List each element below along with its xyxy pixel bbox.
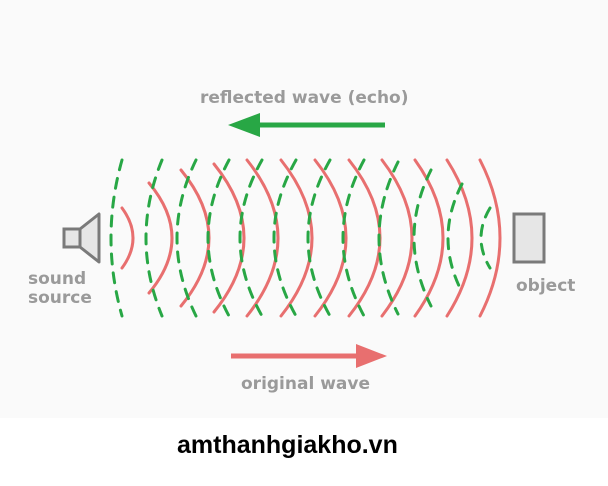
original-wave-arc [413, 158, 445, 318]
original-wave-arc [478, 158, 502, 318]
reflected-wave-arc [206, 158, 231, 318]
reflected-wave-arc [272, 158, 298, 318]
speaker-cone [78, 212, 101, 264]
reflected-wave-arc [238, 158, 264, 318]
original-arrow [231, 344, 387, 368]
original-wave-label: original wave [241, 374, 370, 394]
speaker-icon [62, 212, 101, 264]
original-wave-arc [313, 158, 348, 318]
sound-source-label: sound source [28, 270, 92, 308]
sound-source-label-line2: source [28, 288, 92, 308]
original-wave-arc [380, 158, 414, 318]
original-wave-arc [120, 206, 135, 270]
reflected-wave-arc [446, 182, 464, 294]
original-wave-arc [445, 158, 474, 318]
original-wave-arc [147, 181, 174, 295]
reflected-wave-arc [479, 206, 492, 270]
reflected-arrow [228, 113, 385, 137]
watermark: amthanhgiakho.vn [177, 431, 398, 459]
reflected-wave-label: reflected wave (echo) [200, 88, 409, 108]
reflected-wave-arc [144, 158, 164, 318]
original-wave-arc [179, 168, 211, 308]
reflected-wave-arc [175, 158, 198, 318]
speaker-body [62, 227, 82, 249]
original-waves [120, 158, 502, 318]
reflected-wave-arc [377, 160, 400, 316]
reflected-arrow-head [228, 113, 260, 137]
original-wave-arc [245, 158, 280, 318]
diagram-panel [0, 0, 608, 418]
object-label: object [516, 276, 576, 296]
reflected-wave-arc [341, 158, 366, 318]
original-wave-arc [212, 162, 246, 314]
reflected-wave-arc [109, 158, 124, 318]
original-arrow-head [356, 344, 387, 368]
reflected-wave-arc [412, 168, 433, 308]
sound-source-label-line1: sound [28, 269, 87, 289]
original-wave-arc [279, 158, 314, 318]
object-box [512, 212, 546, 264]
reflected-wave-arc [306, 158, 332, 318]
reflected-waves [109, 158, 492, 318]
